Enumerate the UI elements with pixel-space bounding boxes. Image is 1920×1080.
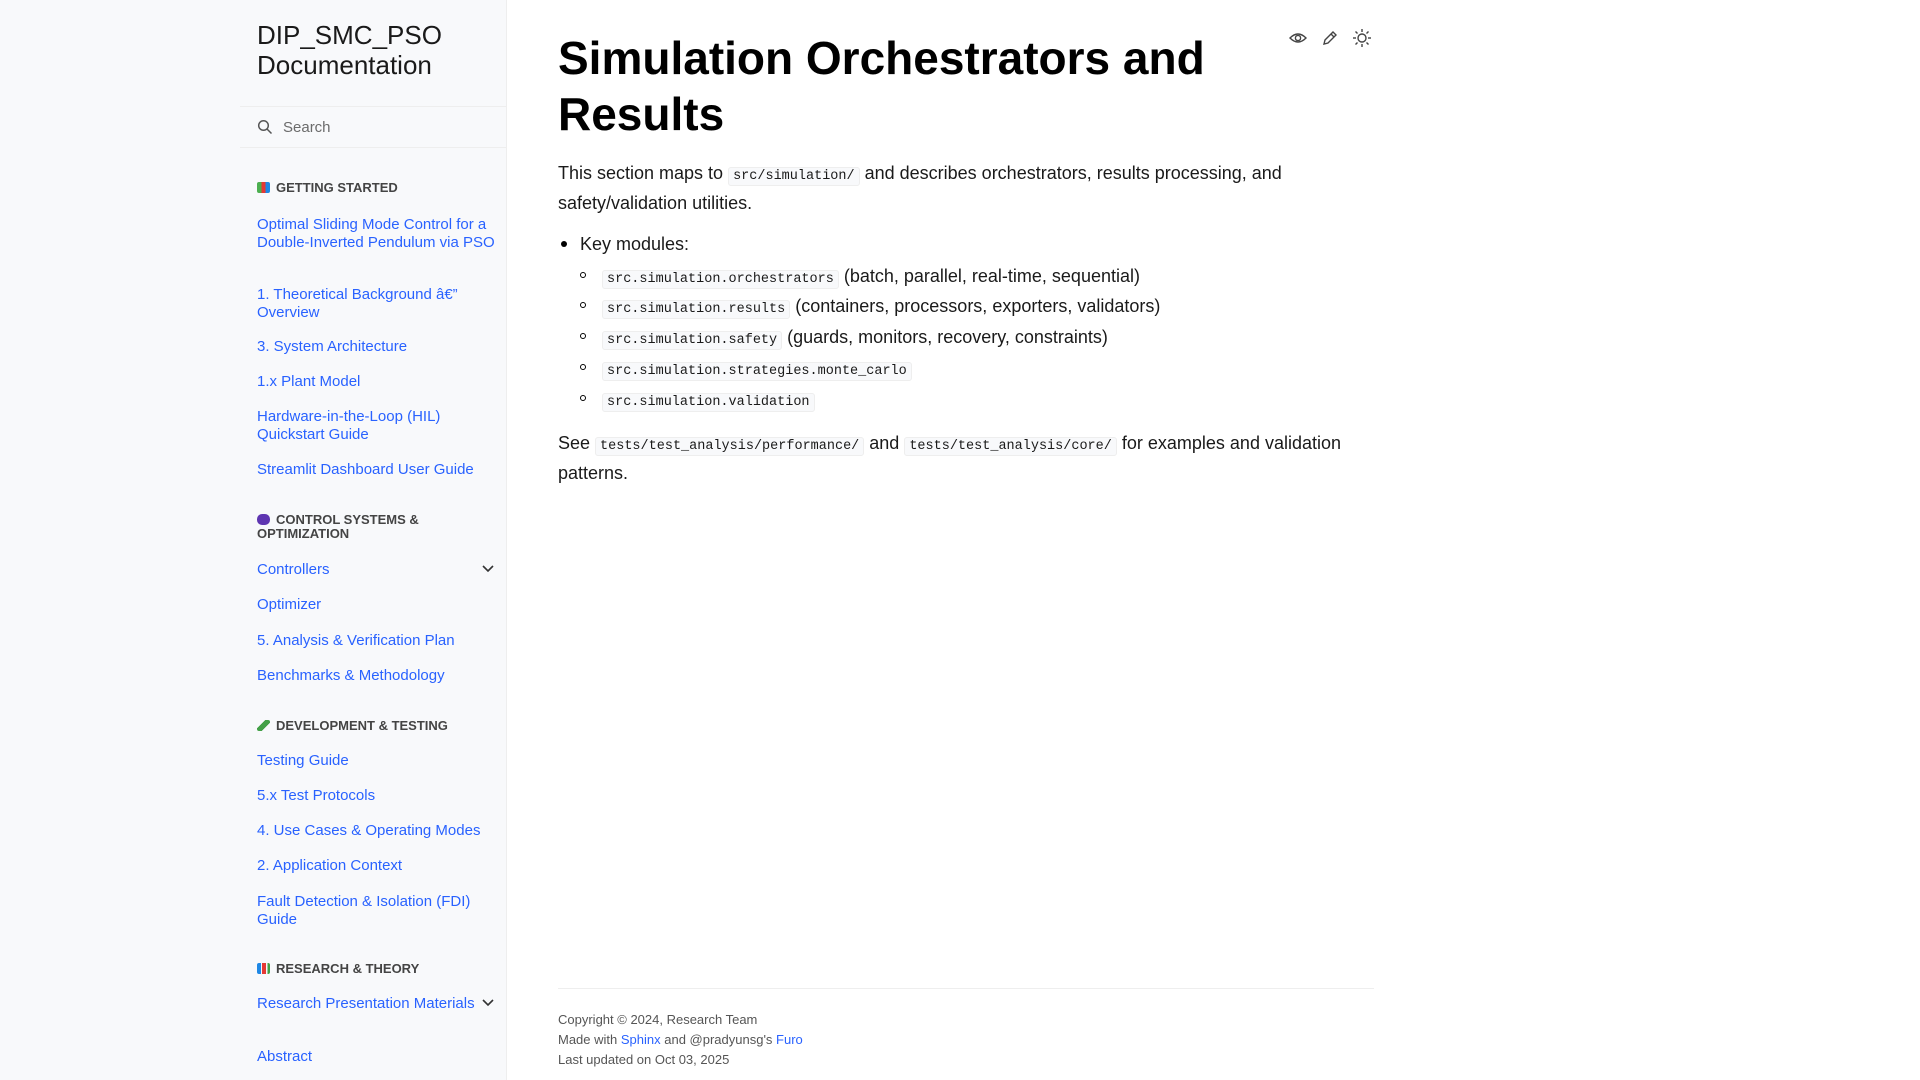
module-code: src.simulation.strategies.monte_carlo [602, 362, 912, 381]
list-item-label: Key modules: [580, 234, 690, 254]
chevron-down-icon[interactable] [480, 560, 496, 576]
sidebar-item-hil-quickstart[interactable]: Hardware-in-the-Loop (HIL) Quickstart Gu… [257, 408, 441, 443]
sidebar-item-optimal-smc[interactable]: Optimal Sliding Mode Control for a Doubl… [257, 216, 495, 251]
sidebar-item-abstract[interactable]: Abstract [257, 1048, 313, 1065]
main-content: Simulation Orchestrators and Results Thi… [558, 0, 1374, 1080]
sidebar-item-fdi-guide[interactable]: Fault Detection & Isolation (FDI) Guide [257, 893, 471, 928]
caption-label: GETTING STARTED [276, 180, 398, 195]
sidebar-item-plant-model[interactable]: 1.x Plant Model [257, 373, 361, 390]
game-controller-icon [257, 514, 270, 525]
sidebar-item-optimizer[interactable]: Optimizer [257, 596, 322, 613]
footer-divider [558, 988, 1374, 989]
copyright-text: Copyright © 2024, Research Team [558, 1012, 758, 1027]
caption-label: DEVELOPMENT & TESTING [276, 718, 448, 733]
sidebar-item-benchmarks[interactable]: Benchmarks & Methodology [257, 667, 445, 684]
sidebar-background [0, 0, 507, 1080]
see-text-middle: and [864, 433, 905, 453]
brand-title[interactable]: DIP_SMC_PSO Documentation [257, 20, 442, 80]
sidebar-item-research-presentation[interactable]: Research Presentation Materials [257, 995, 475, 1012]
section-caption-control-systems: CONTROL SYSTEMS & OPTIMIZATION [257, 513, 497, 541]
bullet-icon [561, 241, 567, 247]
furo-link[interactable]: Furo [776, 1032, 803, 1047]
search-input[interactable] [281, 117, 485, 137]
module-code: src.simulation.orchestrators [602, 270, 839, 289]
module-desc: (containers, processors, exporters, vali… [790, 296, 1161, 316]
and-text: and @pradyunsg's [660, 1032, 777, 1047]
bullet-icon [580, 302, 586, 308]
sidebar-item-controllers[interactable]: Controllers [257, 561, 330, 578]
theme-toggle-icon[interactable] [1350, 26, 1374, 50]
inline-code: tests/test_analysis/core/ [904, 437, 1117, 456]
sidebar-item-streamlit-guide[interactable]: Streamlit Dashboard User Guide [257, 461, 474, 478]
module-desc: (batch, parallel, real-time, sequential) [838, 266, 1140, 286]
made-with-prefix: Made with [558, 1032, 621, 1047]
sidebar-item-analysis-plan[interactable]: 5. Analysis & Verification Plan [257, 632, 455, 649]
module-code: src.simulation.validation [602, 393, 815, 412]
sidebar-item-use-cases[interactable]: 4. Use Cases & Operating Modes [257, 822, 481, 839]
search-icon [257, 119, 273, 135]
test-tube-icon [257, 720, 270, 731]
bullet-icon [580, 272, 586, 278]
made-with-line: Made with Sphinx and @pradyunsg's Furo [558, 1030, 803, 1050]
intro-text-before: This section maps to [558, 163, 729, 183]
see-text-after: for examples and validation patterns. [558, 433, 1342, 483]
caption-label: CONTROL SYSTEMS & OPTIMIZATION [257, 512, 419, 541]
sidebar-item-system-architecture[interactable]: 3. System Architecture [257, 338, 408, 355]
section-caption-getting-started: GETTING STARTED [257, 181, 497, 195]
sphinx-link[interactable]: Sphinx [620, 1032, 661, 1047]
bullet-icon [580, 333, 586, 339]
sidebar: DIP_SMC_PSO Documentation GETTING STARTE… [240, 0, 506, 1080]
sidebar-item-theoretical-background[interactable]: 1. Theoretical Background â€” Overview [257, 286, 458, 321]
module-desc: (guards, monitors, recovery, constraints… [782, 327, 1108, 347]
sidebar-item-test-protocols[interactable]: 5.x Test Protocols [257, 787, 376, 804]
last-updated-text: Last updated on Oct 03, 2025 [558, 1052, 730, 1067]
section-caption-research-theory: RESEARCH & THEORY [257, 962, 497, 976]
bullet-icon [580, 395, 586, 401]
inline-code: tests/test_analysis/performance/ [595, 437, 865, 456]
view-source-icon[interactable] [1286, 26, 1310, 50]
page-title: Simulation Orchestrators and Results [558, 32, 1205, 140]
search-box [240, 106, 506, 148]
sidebar-item-application-context[interactable]: 2. Application Context [257, 857, 403, 874]
edit-icon[interactable] [1318, 26, 1342, 50]
footer: Copyright © 2024, Research Team Made wit… [558, 1010, 803, 1070]
module-code: src.simulation.results [602, 300, 791, 319]
see-text-before: See [558, 433, 596, 453]
module-code: src.simulation.safety [602, 331, 783, 350]
caption-label: RESEARCH & THEORY [276, 961, 420, 976]
content-actions [1286, 26, 1374, 50]
intro-paragraph: This section maps to src/simulation/ and… [558, 160, 1374, 217]
inline-code: src/simulation/ [728, 167, 860, 186]
bar-chart-icon [257, 963, 270, 974]
bullet-icon [580, 364, 586, 370]
sidebar-item-testing-guide[interactable]: Testing Guide [257, 752, 349, 769]
intro-text-after: and describes orchestrators, results pro… [558, 163, 1282, 213]
chevron-down-icon[interactable] [480, 994, 496, 1010]
books-icon [257, 182, 270, 193]
see-paragraph: See tests/test_analysis/performance/ and… [558, 430, 1374, 487]
section-caption-development-testing: DEVELOPMENT & TESTING [257, 719, 497, 733]
